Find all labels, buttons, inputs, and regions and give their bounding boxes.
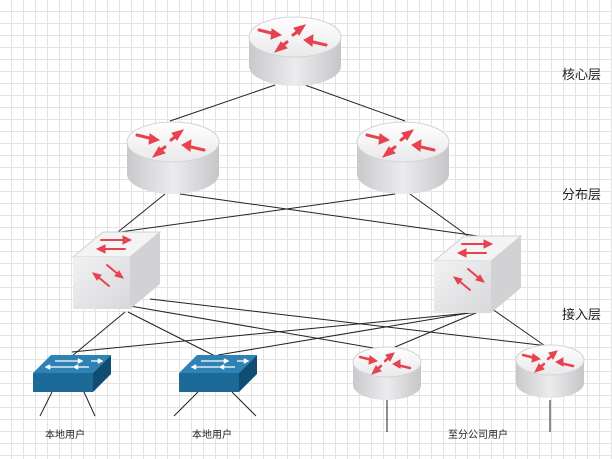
branch-router-right-icon: [515, 344, 585, 398]
links: [39, 84, 551, 432]
access-layer-label: 接入层: [562, 308, 602, 323]
core-layer-label: 核心层: [562, 68, 602, 83]
link-core-dist-right: [304, 84, 406, 122]
link-accr-sw1: [71, 311, 481, 353]
link-accr-r1: [387, 311, 479, 351]
link-accl-r2: [149, 298, 549, 347]
link-accr-r2: [484, 303, 549, 349]
link-accr-sw2: [217, 311, 476, 356]
link-accl-r1: [129, 305, 386, 351]
link-dist-left-acc-left: [117, 193, 166, 233]
link-sw1-user-b: [83, 391, 96, 417]
access-l3-switch-left-icon: [71, 231, 162, 309]
link-accl-sw1: [71, 311, 126, 357]
local-user-label-2: 本地用户: [192, 430, 232, 441]
link-dist-right-acc-right: [409, 193, 469, 237]
link-sw1-user-a: [39, 391, 53, 417]
link-sw2-user-b: [231, 391, 257, 417]
workgroup-switch-left-icon: [33, 355, 111, 392]
local-user-label-1: 本地用户: [45, 430, 85, 441]
distribution-router-right-icon: [356, 121, 450, 194]
link-sw2-user-a: [173, 391, 199, 417]
access-l3-switch-right-icon: [432, 235, 523, 313]
link-accl-sw2: [127, 311, 216, 357]
workgroup-switch-right-icon: [179, 355, 257, 392]
branch-router-left-icon: [352, 346, 422, 400]
link-dist-left-acc-right: [179, 193, 479, 237]
distribution-layer-label: 分布层: [562, 188, 602, 203]
link-dist-right-acc-left: [119, 193, 396, 233]
branch-user-label: 至分公司用户: [448, 430, 508, 441]
link-core-dist-left: [169, 84, 276, 122]
distribution-router-left-icon: [126, 121, 220, 194]
core-router-icon: [248, 16, 342, 86]
